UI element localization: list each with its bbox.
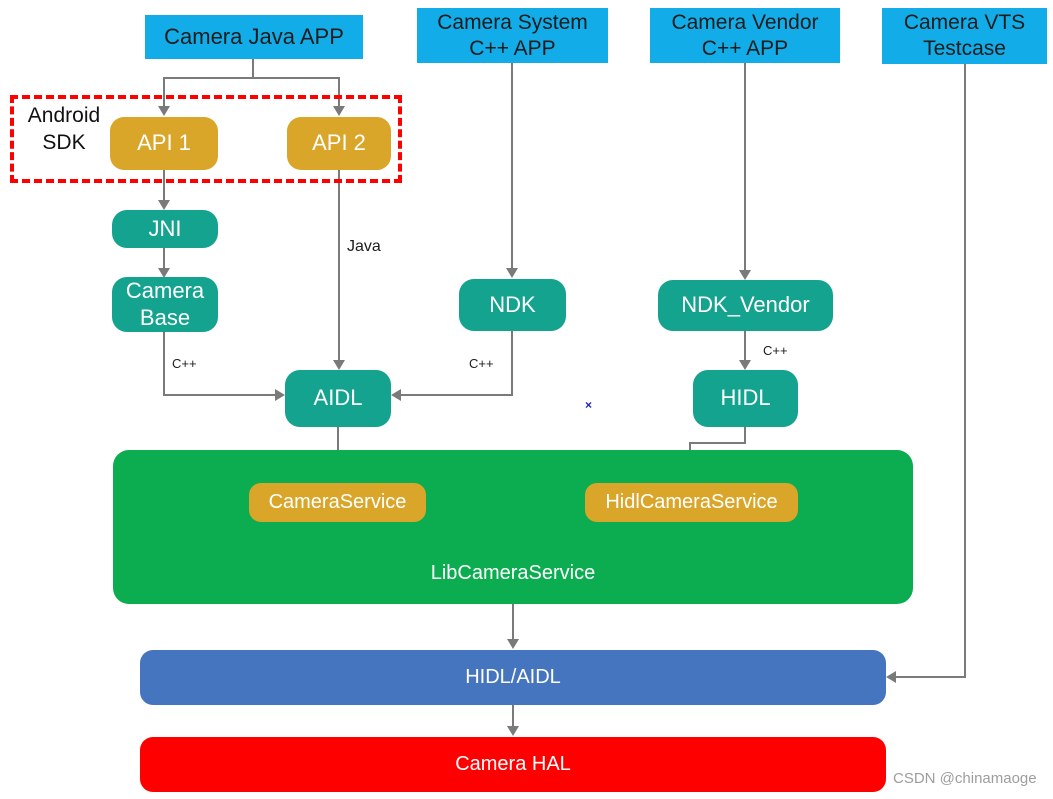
node-camera-hal: Camera HAL [140, 737, 886, 792]
node-api1-label: API 1 [137, 130, 191, 156]
arrowhead-into-aidl-top [333, 360, 345, 370]
node-api1: API 1 [110, 117, 218, 170]
node-camera-java-app-label: Camera Java APP [164, 23, 344, 49]
edge-label-cpp-camerabase: C++ [172, 356, 197, 371]
node-camera-java-app: Camera Java APP [145, 15, 363, 59]
edge-ndk-to-aidl-hline [400, 394, 513, 396]
arrowhead-into-api1 [158, 106, 170, 116]
node-api2: API 2 [287, 117, 391, 170]
arrowhead-into-hidlaidl-top [507, 639, 519, 649]
node-hidl: HIDL [693, 370, 798, 427]
edge-api1-to-jni-line [163, 170, 165, 202]
csdn-watermark: CSDN @chinamaoge [893, 770, 1037, 787]
edge-libservice-to-hidlaidl-line [512, 604, 514, 642]
edge-systemapp-to-ndk-line [511, 62, 513, 269]
edge-hidlaidl-to-hal-line [512, 705, 514, 729]
edge-label-java: Java [347, 238, 381, 255]
node-camera-vts-testcase: Camera VTS Testcase [882, 8, 1047, 64]
edge-vts-to-hidlaidl-vline [964, 64, 966, 678]
edge-hidl-to-hidlservice-h [689, 442, 746, 444]
arrowhead-into-ndk [506, 268, 518, 278]
arrowhead-into-camerabase [158, 268, 170, 278]
node-libcameraservice-container [113, 450, 913, 604]
node-camera-base-label: Camera Base [125, 277, 205, 330]
edge-javaapp-stem-line [252, 58, 254, 79]
node-camera-vts-testcase-label: Camera VTS Testcase [903, 11, 1026, 60]
arrowhead-into-aidl-left [275, 389, 285, 401]
edge-javaapp-to-api2-line [338, 77, 340, 108]
android-sdk-label: Android SDK [27, 104, 101, 155]
node-camera-vendor-app: Camera Vendor C++ APP [650, 8, 840, 63]
node-jni: JNI [112, 210, 218, 248]
arrowhead-into-camerahal [507, 726, 519, 736]
android-sdk-dashed-box [10, 95, 402, 183]
stray-x-mark: × [585, 398, 593, 412]
node-camera-hal-label: Camera HAL [455, 753, 571, 776]
edge-vts-to-hidlaidl-hline [895, 676, 965, 678]
edge-ndk-to-aidl-vline [511, 331, 513, 396]
arrowhead-into-hidlaidl-right [886, 671, 896, 683]
node-api2-label: API 2 [312, 130, 366, 156]
edge-javaapp-to-api1-line [163, 77, 165, 108]
node-libcameraservice-label: LibCameraService [430, 562, 596, 584]
node-camera-vendor-app-label: Camera Vendor C++ APP [671, 10, 819, 60]
node-camera-system-app: Camera System C++ APP [417, 8, 608, 63]
node-aidl-label: AIDL [313, 385, 363, 411]
node-hidl-aidl: HIDL/AIDL [140, 650, 886, 705]
node-ndk: NDK [459, 279, 566, 331]
arrowhead-into-api2 [333, 106, 345, 116]
edge-camerabase-to-aidl-vline [163, 332, 165, 396]
arrowhead-into-jni [158, 200, 170, 210]
node-ndk-vendor: NDK_Vendor [658, 280, 833, 331]
arrowhead-into-ndkvendor [739, 270, 751, 280]
edge-ndkvendor-to-hidl-line [744, 331, 746, 362]
arrowhead-into-hidl [739, 360, 751, 370]
node-hidlcameraservice: HidlCameraService [585, 483, 798, 522]
node-hidl-aidl-label: HIDL/AIDL [465, 666, 561, 689]
edge-jni-to-camerabase-line [163, 248, 165, 270]
node-hidlcameraservice-label: HidlCameraService [605, 491, 778, 514]
node-cameraservice-label: CameraService [268, 491, 407, 514]
edge-javaapp-branch-line [163, 77, 340, 79]
node-ndk-label: NDK [489, 291, 536, 317]
edge-api2-to-aidl-line [338, 170, 340, 362]
edge-camerabase-to-aidl-hline [163, 394, 277, 396]
node-hidl-label: HIDL [720, 385, 771, 411]
edge-label-cpp-ndk: C++ [469, 356, 494, 371]
edge-label-cpp-ndkvendor: C++ [763, 343, 788, 358]
arrowhead-into-aidl-right [391, 389, 401, 401]
edge-vendorapp-to-ndkvendor-line [744, 62, 746, 273]
node-aidl: AIDL [285, 370, 391, 427]
node-cameraservice: CameraService [249, 483, 426, 522]
node-ndk-vendor-label: NDK_Vendor [681, 292, 810, 318]
node-jni-label: JNI [148, 215, 182, 241]
node-camera-system-app-label: Camera System C++ APP [437, 10, 588, 60]
edge-hidl-to-hidlservice-v1 [744, 427, 746, 444]
node-camera-base: Camera Base [112, 277, 218, 332]
